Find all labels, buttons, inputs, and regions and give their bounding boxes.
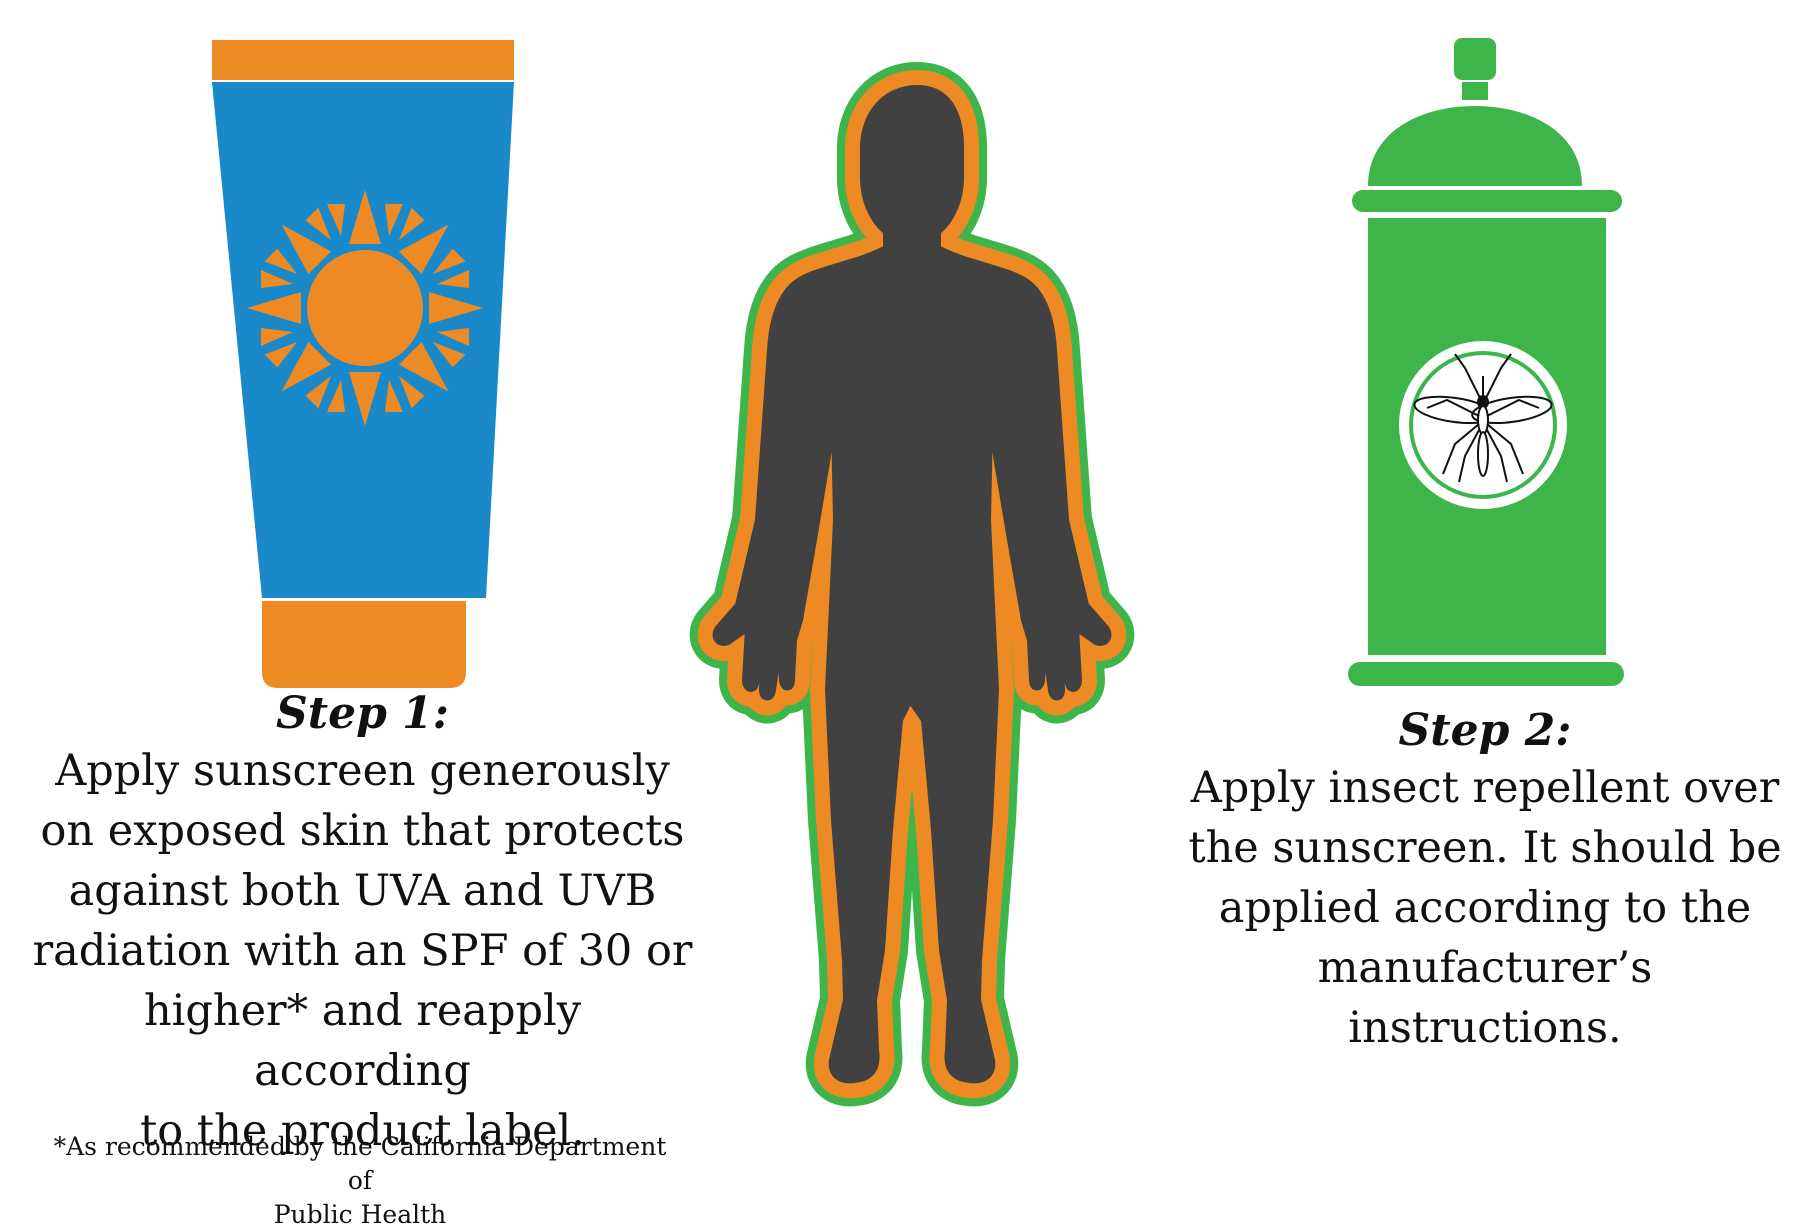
illustration-canvas xyxy=(212,38,1624,1200)
step1-title: Step 1: xyxy=(275,688,450,739)
spray-can-icon xyxy=(1348,38,1624,686)
step2-title: Step 2: xyxy=(1398,705,1572,756)
sun-icon xyxy=(247,190,483,426)
step1-block: Step 1: Apply sunscreen generously on ex… xyxy=(30,688,695,1161)
footnote-line: Public Health xyxy=(273,1200,447,1229)
step1-line: to the product label. xyxy=(140,1105,585,1156)
step2-block: Step 2: Apply insect repellent over the … xyxy=(1175,705,1795,1058)
step2-line: the sunscreen. It should be xyxy=(1188,822,1782,873)
step1-line: higher* and reapply according xyxy=(143,985,582,1096)
step2-line: applied according to the xyxy=(1218,882,1752,933)
step1-line: against both UVA and UVB xyxy=(68,865,657,916)
step1-line: on exposed skin that protects xyxy=(40,805,685,856)
step1-line: radiation with an SPF of 30 or xyxy=(32,925,693,976)
step2-line: Apply insect repellent over xyxy=(1190,762,1780,813)
step1-line: Apply sunscreen generously xyxy=(55,745,670,796)
mosquito-icon xyxy=(1413,353,1553,483)
footnote-line: *As recommended by the California Depart… xyxy=(53,1132,667,1195)
sunscreen-tube-icon xyxy=(212,40,514,688)
step2-line: manufacturer’s instructions. xyxy=(1317,942,1653,1053)
footnote: *As recommended by the California Depart… xyxy=(40,1130,680,1232)
person-silhouette-icon xyxy=(716,88,1109,1080)
